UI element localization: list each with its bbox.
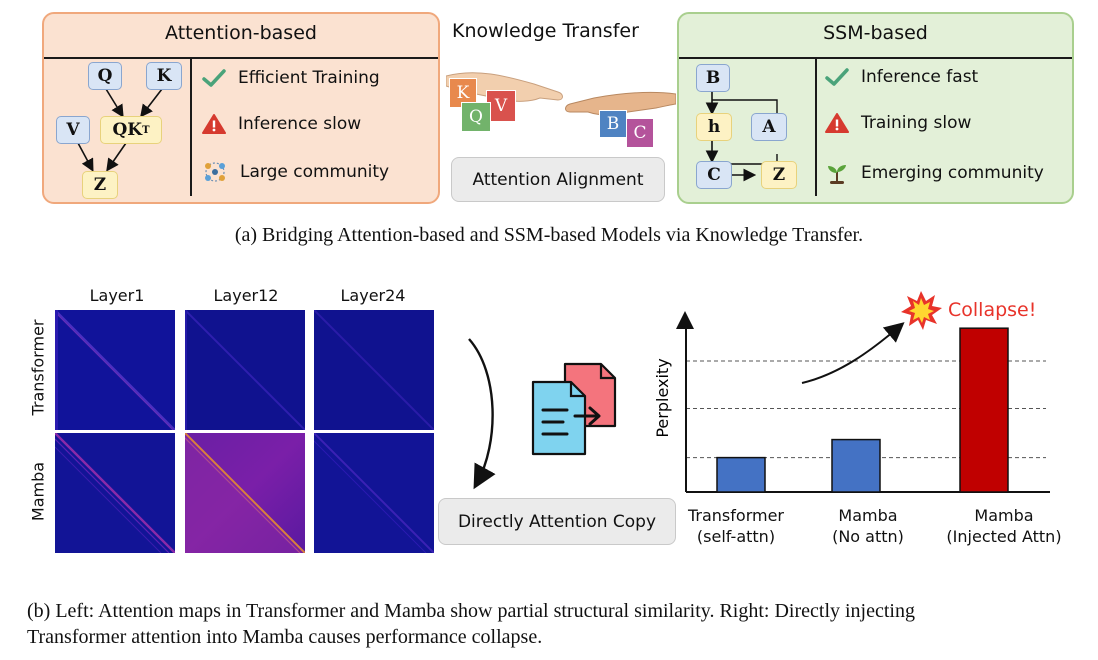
feature-training-slow: Training slow <box>825 112 971 134</box>
tile-c: C <box>626 118 654 148</box>
feature-inference-fast: Inference fast <box>825 67 978 87</box>
bar <box>831 438 881 493</box>
node-qkt-label: QK <box>112 120 143 140</box>
document-copy-icon <box>531 362 617 456</box>
warning-icon <box>202 114 226 134</box>
trend-arrow <box>801 322 905 384</box>
attention-map-mamba-layer24 <box>314 433 434 553</box>
attention-map-mamba-layer1 <box>55 433 175 553</box>
x-category-line2: (No attn) <box>832 527 904 546</box>
layer-label: Layer1 <box>89 286 145 305</box>
attention-graph-arrows <box>77 88 163 172</box>
warning-icon <box>825 113 849 133</box>
caption-b-line1: (b) Left: Attention maps in Transformer … <box>27 600 915 622</box>
feature-efficient-training: Efficient Training <box>202 68 380 88</box>
x-category-label: Mamba (Injected Attn) <box>930 505 1078 547</box>
row-label-transformer: Transformer <box>28 319 48 416</box>
node-q: Q <box>88 62 122 90</box>
feature-label: Large community <box>240 162 390 182</box>
ssm-panel-title: SSM-based <box>823 22 928 44</box>
attention-map-transformer-layer24 <box>314 310 434 430</box>
x-category-line2: (self-attn) <box>696 527 776 546</box>
x-category-line1: Transformer <box>687 506 784 525</box>
node-qkt-superscript: T <box>142 124 150 136</box>
attention-map-transformer-layer12 <box>185 310 305 430</box>
attention-map-mamba-layer12 <box>185 433 305 553</box>
panel-divider <box>190 59 192 196</box>
node-b: B <box>696 64 730 92</box>
feature-large-community: Large community <box>202 160 389 184</box>
feature-label: Emerging community <box>861 163 1044 183</box>
attention-map-transformer-layer1 <box>55 310 175 430</box>
node-z: Z <box>761 161 797 189</box>
node-v: V <box>56 116 90 144</box>
community-icon <box>205 162 225 182</box>
feature-label: Inference slow <box>238 114 362 134</box>
feature-label: Training slow <box>861 113 972 133</box>
tile-v: V <box>486 90 516 122</box>
panel-divider <box>44 57 438 59</box>
node-k: K <box>146 62 182 90</box>
bar <box>959 327 1009 493</box>
attention-panel-title: Attention-based <box>165 22 317 44</box>
layer-label: Layer12 <box>213 286 279 305</box>
x-category-label: Mamba (No attn) <box>806 505 930 547</box>
x-category-label: Transformer (self-attn) <box>670 505 802 547</box>
sprout-icon <box>828 165 846 184</box>
curved-arrow <box>468 338 496 490</box>
x-category-line2: (Injected Attn) <box>946 527 1062 546</box>
feature-inference-slow: Inference slow <box>202 113 361 135</box>
layer-label: Layer24 <box>340 286 406 305</box>
attention-alignment-button[interactable]: Attention Alignment <box>451 157 665 202</box>
x-category-line1: Mamba <box>838 506 898 525</box>
panel-divider <box>815 59 817 196</box>
row-label-mamba: Mamba <box>28 461 48 522</box>
knowledge-transfer-title: Knowledge Transfer <box>452 20 639 42</box>
feature-label: Inference fast <box>861 67 979 87</box>
y-axis-label: Perplexity <box>653 358 672 437</box>
checkmark-icon <box>202 69 226 87</box>
perplexity-chart: Perplexity Collapse! <box>653 291 1050 493</box>
feature-emerging-community: Emerging community <box>825 161 1044 185</box>
x-category-line1: Mamba <box>974 506 1034 525</box>
node-h: h <box>696 113 732 141</box>
caption-b-line2: Transformer attention into Mamba causes … <box>27 626 543 648</box>
panel-divider <box>679 57 1072 59</box>
feature-label: Efficient Training <box>238 68 380 88</box>
checkmark-icon <box>825 68 849 86</box>
node-c: C <box>696 161 732 189</box>
explosion-icon <box>901 291 942 330</box>
node-a: A <box>751 113 787 141</box>
caption-a: (a) Bridging Attention-based and SSM-bas… <box>234 224 864 246</box>
tile-b: B <box>599 110 627 138</box>
node-z: Z <box>82 171 118 199</box>
ssm-based-panel: SSM-based B h A C Z Inference fast Train… <box>677 12 1074 204</box>
tile-q: Q <box>461 102 491 132</box>
bar <box>716 456 766 493</box>
collapse-label: Collapse! <box>948 299 1036 321</box>
directly-attention-copy-button[interactable]: Directly Attention Copy <box>438 498 676 545</box>
